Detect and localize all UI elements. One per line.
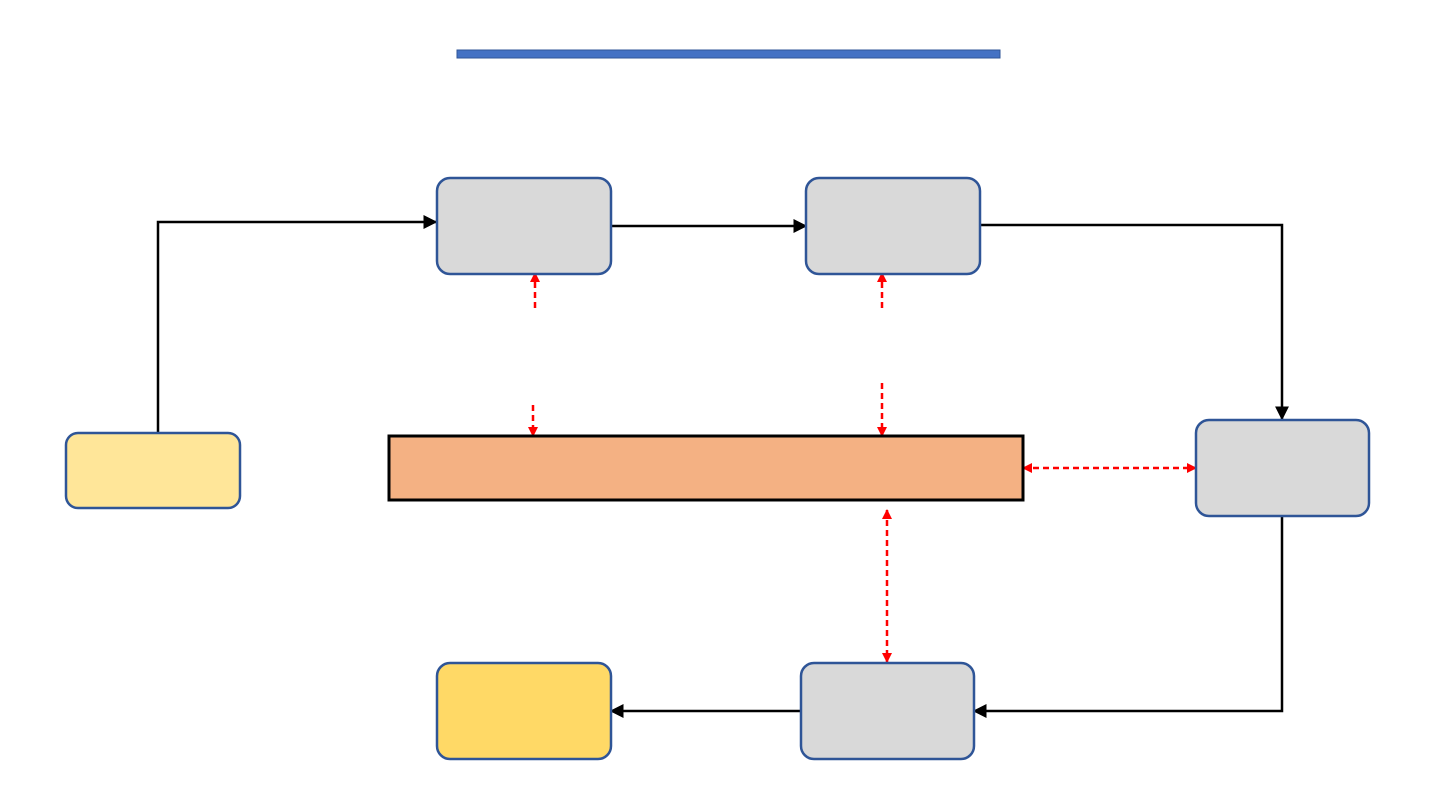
- node-output-box: [435, 661, 613, 761]
- title-bar: [456, 49, 1001, 59]
- node-process-c-box: [1194, 418, 1371, 518]
- node-process-d: [799, 661, 976, 761]
- node-shared-store-box: [387, 434, 1025, 502]
- flow-arrow-process-c-to-process-d: [972, 516, 1284, 718]
- node-shared-store: [387, 434, 1025, 502]
- node-process-c: [1194, 418, 1371, 518]
- node-output: [435, 661, 613, 761]
- flow-arrow-input-to-process-a: [156, 215, 438, 433]
- node-input-box: [64, 431, 242, 510]
- node-process-a-box: [435, 176, 613, 276]
- node-process-b: [804, 176, 982, 276]
- node-process-b-box: [804, 176, 982, 276]
- node-process-d-box: [799, 661, 976, 761]
- flow-arrow-process-b-to-process-c: [980, 223, 1289, 421]
- node-input: [64, 431, 242, 510]
- node-process-a: [435, 176, 613, 276]
